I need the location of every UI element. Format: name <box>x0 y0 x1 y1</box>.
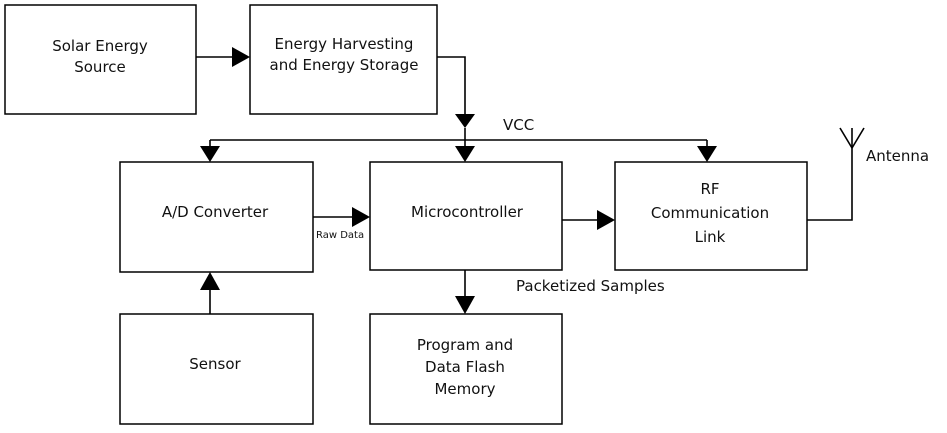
block-label: A/D Converter <box>162 203 269 221</box>
block-rf-communication-link: RF Communication Link <box>614 161 808 271</box>
block-label: and Energy Storage <box>270 56 419 74</box>
block-label: Link <box>695 228 726 246</box>
block-label: RF <box>700 180 719 198</box>
arrowhead-harvest <box>232 47 250 67</box>
antenna-icon <box>839 127 865 149</box>
arrowhead-mcu-power <box>455 146 475 162</box>
block-label: Sensor <box>189 355 241 373</box>
arrowhead-sensor-up <box>200 272 220 290</box>
arrowhead-raw-data <box>352 207 370 227</box>
block-label: Communication <box>651 204 769 222</box>
wire-harvest-to-bus <box>437 56 466 114</box>
block-label: Solar Energy <box>52 37 148 55</box>
wire-rf-to-antenna <box>807 148 853 221</box>
arrowhead-adc-power <box>200 146 220 162</box>
block-solar-energy-source: Solar Energy Source <box>4 4 197 115</box>
block-label: Source <box>74 58 126 76</box>
vcc-label: VCC <box>503 116 534 134</box>
arrowhead-rf-power <box>697 146 717 162</box>
antenna-label: Antenna <box>866 147 929 165</box>
block-label: Microcontroller <box>411 203 524 221</box>
block-label: Program and <box>417 336 513 354</box>
packetized-samples-label: Packetized Samples <box>516 277 665 295</box>
block-sensor: Sensor <box>119 313 314 425</box>
block-microcontroller: Microcontroller <box>369 161 563 271</box>
block-label: Data Flash <box>425 358 505 376</box>
arrowhead-flash <box>455 296 475 314</box>
raw-data-label: Raw Data <box>316 230 364 241</box>
block-program-data-flash-memory: Program and Data Flash Memory <box>369 313 563 425</box>
arrowhead-vcc-down <box>455 114 475 128</box>
arrowhead-mcu-to-rf <box>597 210 615 230</box>
block-ad-converter: A/D Converter <box>119 161 314 273</box>
block-energy-harvesting: Energy Harvesting and Energy Storage <box>249 4 438 115</box>
block-label: Memory <box>434 380 495 398</box>
block-label: Energy Harvesting <box>275 35 414 53</box>
